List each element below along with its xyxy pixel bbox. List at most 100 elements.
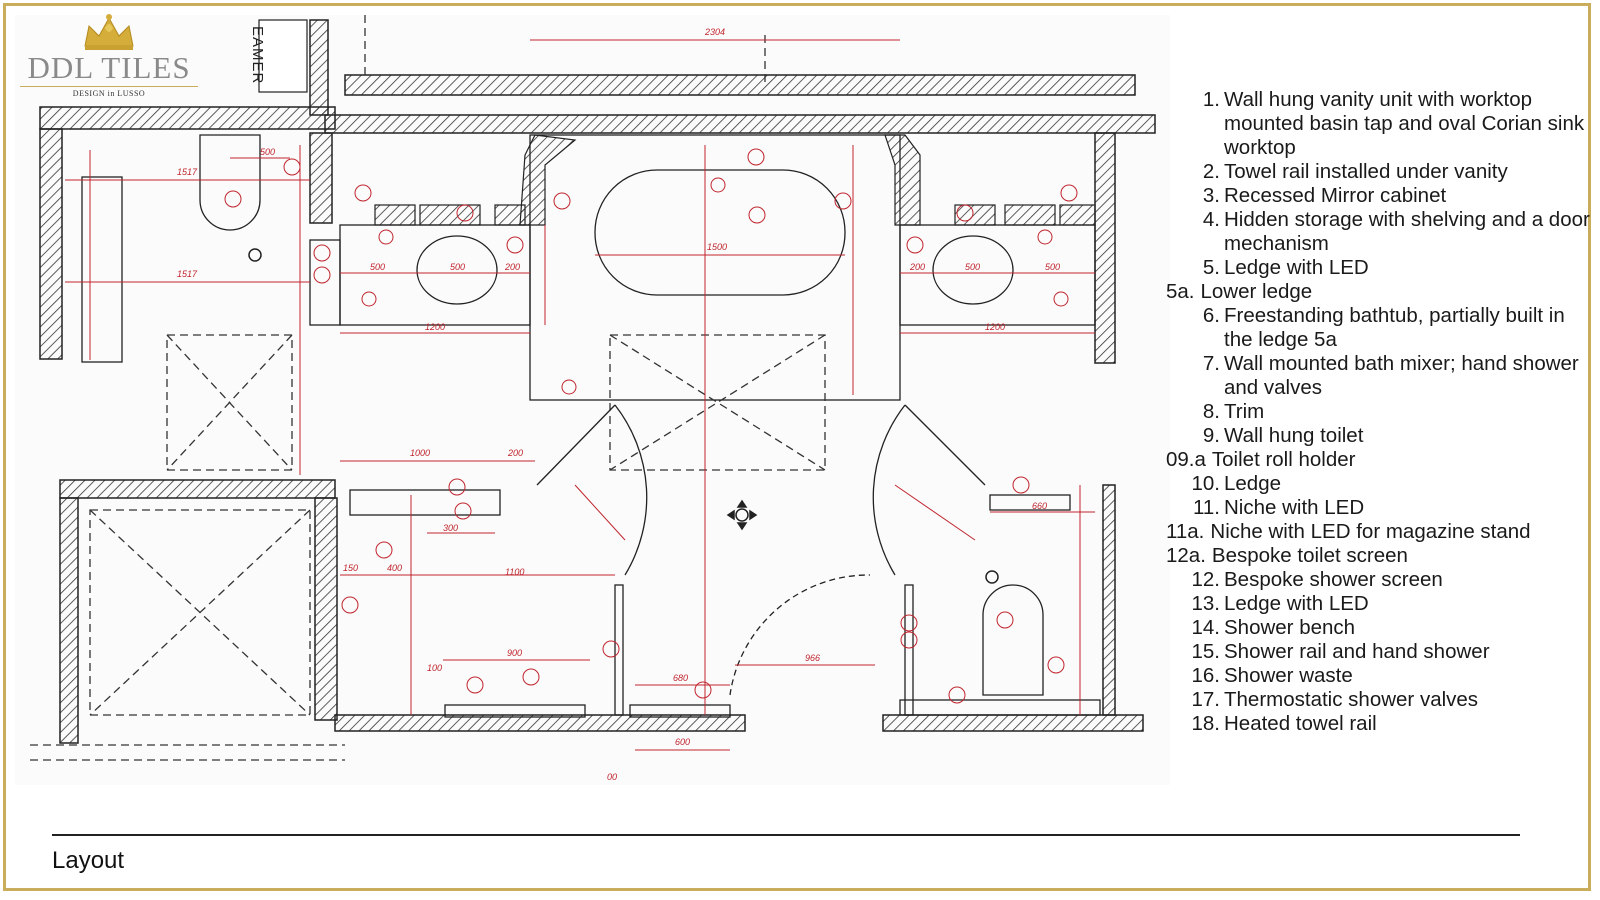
legend-item-text: Ledge with LED xyxy=(1224,592,1369,615)
legend-item-text: Hidden storage with shelving and a door … xyxy=(1224,208,1590,255)
page-caption: Layout xyxy=(52,847,125,874)
legend-item: 10.Ledge xyxy=(1180,472,1590,496)
legend-item-text: Niche with LED for magazine stand xyxy=(1210,520,1531,543)
legend-item-number: 11. xyxy=(1193,496,1220,519)
legend-item-text: Trim xyxy=(1224,400,1265,423)
svg-text:680: 680 xyxy=(673,673,688,683)
svg-text:600: 600 xyxy=(675,737,690,747)
legend-item: 15.Shower rail and hand shower xyxy=(1180,640,1590,664)
legend-item-number: 5. xyxy=(1202,256,1220,279)
svg-text:1517: 1517 xyxy=(177,269,198,279)
legend-item-text: Ledge with LED xyxy=(1224,256,1369,279)
svg-text:500: 500 xyxy=(965,262,980,272)
room-tag-box xyxy=(258,19,308,93)
walls xyxy=(39,19,1156,744)
camera-marker xyxy=(248,248,999,584)
legend-item-number: 1. xyxy=(1202,88,1220,111)
legend-item: 5a.Lower ledge xyxy=(1166,280,1590,304)
legend-item: 13.Ledge with LED xyxy=(1180,592,1590,616)
legend-item-number: 4. xyxy=(1202,208,1220,231)
svg-text:300: 300 xyxy=(443,523,458,533)
legend-item: 6.Freestanding bathtub, partially built … xyxy=(1180,304,1590,352)
item-markers xyxy=(224,148,1078,704)
brand-divider xyxy=(20,86,198,87)
svg-text:966: 966 xyxy=(805,653,820,663)
legend-item-number: 13. xyxy=(1191,592,1221,615)
legend-item: 12.Bespoke shower screen xyxy=(1180,568,1590,592)
svg-text:1517: 1517 xyxy=(177,167,198,177)
legend-item-number: 10. xyxy=(1191,472,1221,495)
legend-item-number: 5a. xyxy=(1166,280,1195,303)
svg-text:500: 500 xyxy=(260,147,275,157)
legend-item-text: Shower waste xyxy=(1224,664,1353,687)
ledge-hatches xyxy=(374,134,1096,226)
legend-item: 5. Ledge with LED xyxy=(1180,256,1590,280)
legend-item: 12a.Bespoke toilet screen xyxy=(1166,544,1590,568)
svg-text:400: 400 xyxy=(387,563,402,573)
brand-name: DDL TILES xyxy=(27,50,191,85)
svg-text:100: 100 xyxy=(427,663,442,673)
legend-item: 14.Shower bench xyxy=(1180,616,1590,640)
doors xyxy=(536,404,986,696)
svg-text:660: 660 xyxy=(1032,501,1047,511)
legend-item-number: 12a. xyxy=(1166,544,1206,567)
legend-item-number: 17. xyxy=(1191,688,1221,711)
legend-item: 8.Trim xyxy=(1180,400,1590,424)
legend-item-number: 14. xyxy=(1191,616,1221,639)
legend-item: 2.Towel rail installed under vanity xyxy=(1180,160,1590,184)
svg-text:150: 150 xyxy=(343,563,358,573)
legend-item-text: Towel rail installed under vanity xyxy=(1224,160,1508,183)
legend-item-number: 09.a xyxy=(1166,448,1206,471)
legend-item-text: Recessed Mirror cabinet xyxy=(1224,184,1447,207)
svg-text:2304: 2304 xyxy=(704,27,725,37)
brand-logo: DDL TILES DESIGN in LUSSO xyxy=(14,12,204,100)
svg-text:1200: 1200 xyxy=(985,322,1005,332)
legend-item-text: Wall hung toilet xyxy=(1224,424,1364,447)
legend-item-number: 16. xyxy=(1191,664,1221,687)
legend-item-number: 3. xyxy=(1202,184,1220,207)
legend-item-text: Wall hung vanity unit with worktop mount… xyxy=(1224,88,1585,159)
legend-item-text: Niche with LED xyxy=(1224,496,1365,519)
legend-item-number: 9. xyxy=(1202,424,1220,447)
legend-item-text: Ledge xyxy=(1224,472,1282,495)
legend-item-text: Toilet roll holder xyxy=(1211,448,1356,471)
legend-item-number: 2. xyxy=(1202,160,1220,183)
svg-text:1100: 1100 xyxy=(505,567,524,577)
svg-text:1500: 1500 xyxy=(707,242,727,252)
legend-item-number: 18. xyxy=(1191,712,1221,735)
svg-text:200: 200 xyxy=(504,262,520,272)
legend-item-text: Lower ledge xyxy=(1200,280,1313,303)
legend-item-number: 11a. xyxy=(1166,520,1205,543)
legend-item: 16.Shower waste xyxy=(1180,664,1590,688)
shower-trays xyxy=(30,15,826,761)
legend-item-text: Shower bench xyxy=(1224,616,1356,639)
fixtures xyxy=(81,134,1101,718)
legend-item-text: Shower rail and hand shower xyxy=(1224,640,1490,663)
legend-item: 17.Thermostatic shower valves xyxy=(1180,688,1590,712)
svg-text:500: 500 xyxy=(370,262,385,272)
room-tag: EAMER xyxy=(249,26,266,85)
legend-item: 1.Wall hung vanity unit with worktop mou… xyxy=(1180,88,1590,160)
legend-item: 9.Wall hung toilet xyxy=(1180,424,1590,448)
legend-item-text: Thermostatic shower valves xyxy=(1224,688,1479,711)
legend-item: 3.Recessed Mirror cabinet xyxy=(1180,184,1590,208)
legend-item-number: 6. xyxy=(1202,304,1220,327)
dimension-lines xyxy=(65,39,1095,751)
legend-item-text: Freestanding bathtub, partially built in… xyxy=(1224,304,1565,351)
svg-text:500: 500 xyxy=(1045,262,1060,272)
legend-list: 1.Wall hung vanity unit with worktop mou… xyxy=(1166,88,1590,736)
legend-item: 11. Niche with LED xyxy=(1180,496,1590,520)
legend-item: 7.Wall mounted bath mixer; hand shower a… xyxy=(1180,352,1590,400)
legend-item-number: 15. xyxy=(1191,640,1221,663)
svg-text:1000: 1000 xyxy=(410,448,430,458)
svg-text:200: 200 xyxy=(507,448,523,458)
crown-icon xyxy=(84,14,134,50)
legend-item-text: Bespoke shower screen xyxy=(1224,568,1443,591)
legend-item-text: Bespoke toilet screen xyxy=(1211,544,1408,567)
svg-text:00: 00 xyxy=(607,772,617,782)
floor-plan: 2304 1517 1517 500 500 500 200 1200 200 … xyxy=(15,15,1170,785)
legend-item-number: 7. xyxy=(1202,352,1220,375)
legend-item-text: Heated towel rail xyxy=(1224,712,1377,735)
legend-item-number: 12. xyxy=(1191,568,1221,591)
